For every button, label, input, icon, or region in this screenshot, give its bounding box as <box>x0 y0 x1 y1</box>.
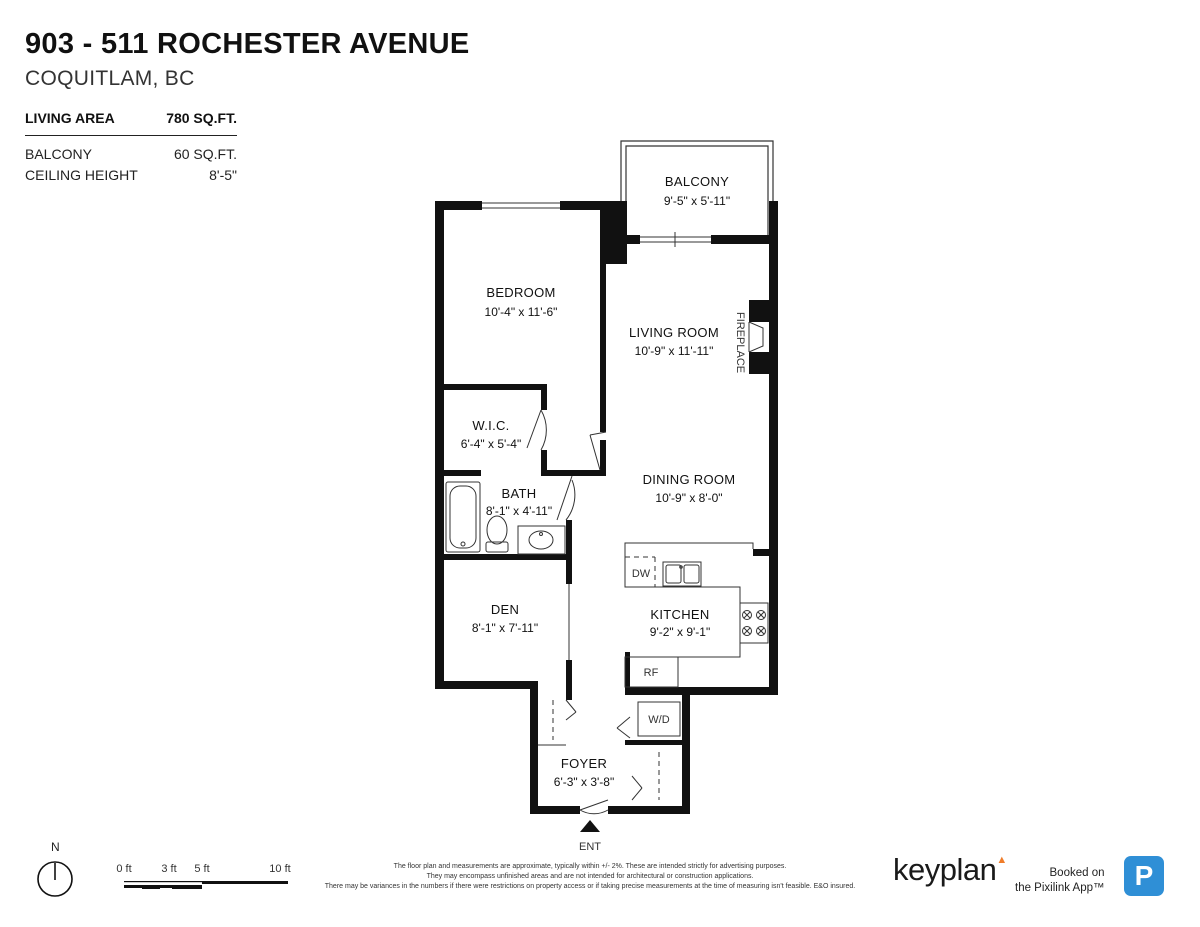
scale-tick-3: 3 ft <box>161 863 176 875</box>
balcony-label: BALCONY <box>25 146 92 162</box>
keyplan-logo: keyplan▲ <box>893 852 1007 888</box>
keyplan-flame-icon: ▲ <box>996 854 1007 866</box>
living-room-name: LIVING ROOM <box>629 325 719 340</box>
fridge-label: RF <box>644 667 659 679</box>
north-compass-icon <box>37 861 73 897</box>
keyplan-wordmark: keyplan <box>893 852 997 887</box>
disclaimer-line-2: They may encompass unfinished areas and … <box>426 873 754 880</box>
living-area-value: 780 SQ.FT. <box>166 110 237 126</box>
balcony-row: BALCONY 60 SQ.FT. <box>25 144 237 165</box>
interior-walls <box>444 264 690 745</box>
entrance-label: ENT <box>579 841 601 853</box>
balcony-dims: 9'-5" x 5'-11" <box>664 194 730 208</box>
pixilink-app-icon[interactable]: P <box>1124 856 1164 896</box>
balcony-value: 60 SQ.FT. <box>173 146 237 162</box>
booked-line-1: Booked on <box>1049 867 1105 879</box>
washer-dryer-label: W/D <box>648 714 669 726</box>
wic-dims: 6'-4" x 5'-4" <box>461 437 521 451</box>
fireplace-label: FIREPLACE <box>734 312 746 373</box>
property-address: 903 - 511 ROCHESTER AVENUE <box>25 28 470 60</box>
foyer-dims: 6'-3" x 3'-8" <box>554 775 614 789</box>
ceiling-label: CEILING HEIGHT <box>25 167 138 183</box>
north-label: N <box>51 840 60 854</box>
dishwasher-label: DW <box>632 568 651 580</box>
den-dims: 8'-1" x 7'-11" <box>472 621 538 635</box>
exterior-walls <box>435 201 778 814</box>
kitchen-name: KITCHEN <box>650 607 709 622</box>
entrance-arrow-icon <box>580 820 600 832</box>
dining-room-dims: 10'-9" x 8'-0" <box>655 491 722 505</box>
living-area-label: LIVING AREA <box>25 110 115 126</box>
den-name: DEN <box>491 602 519 617</box>
bedroom-name: BEDROOM <box>486 285 555 300</box>
wic-name: W.I.C. <box>472 418 509 433</box>
foyer-name: FOYER <box>561 756 607 771</box>
balcony-name: BALCONY <box>665 174 729 189</box>
washer-dryer-icon <box>637 701 681 737</box>
disclaimer: The floor plan and measurements are appr… <box>300 862 880 892</box>
cooktop-icon <box>742 610 766 636</box>
booked-line-2: the Pixilink App™ <box>1015 882 1105 894</box>
windows <box>482 202 711 247</box>
booked-on-text: Booked on the Pixilink App™ <box>1015 866 1105 896</box>
balcony-outline <box>620 140 774 238</box>
ceiling-row: CEILING HEIGHT 8'-5" <box>25 165 237 186</box>
disclaimer-line-3: There may be variances in the numbers if… <box>324 883 856 890</box>
scale-tick-0: 0 ft <box>116 863 131 875</box>
scale-tick-5: 5 ft <box>194 863 209 875</box>
property-city: COQUITLAM, BC <box>25 67 195 90</box>
living-room-dims: 10'-9" x 11'-11" <box>635 344 714 358</box>
ceiling-value: 8'-5" <box>209 167 237 183</box>
bedroom-dims: 10'-4" x 11'-6" <box>485 305 558 319</box>
toilet-icon <box>485 515 509 553</box>
doors <box>526 409 660 815</box>
disclaimer-line-1: The floor plan and measurements are appr… <box>393 863 787 870</box>
dining-room-name: DINING ROOM <box>643 472 736 487</box>
kitchen-dims: 9'-2" x 9'-1" <box>650 625 710 639</box>
area-stats: LIVING AREA 780 SQ.FT. BALCONY 60 SQ.FT.… <box>25 108 237 186</box>
scale-bar <box>124 881 288 889</box>
double-sink-icon <box>662 561 702 587</box>
bath-dims: 8'-1" x 4'-11" <box>486 504 552 518</box>
scale-tick-10: 10 ft <box>269 863 290 875</box>
fireplace-icon <box>748 321 764 353</box>
bath-name: BATH <box>502 486 537 501</box>
bathtub-icon <box>445 481 481 553</box>
living-area-row: LIVING AREA 780 SQ.FT. <box>25 108 237 136</box>
kitchen-counters <box>624 542 769 688</box>
sink-icon <box>517 525 566 555</box>
